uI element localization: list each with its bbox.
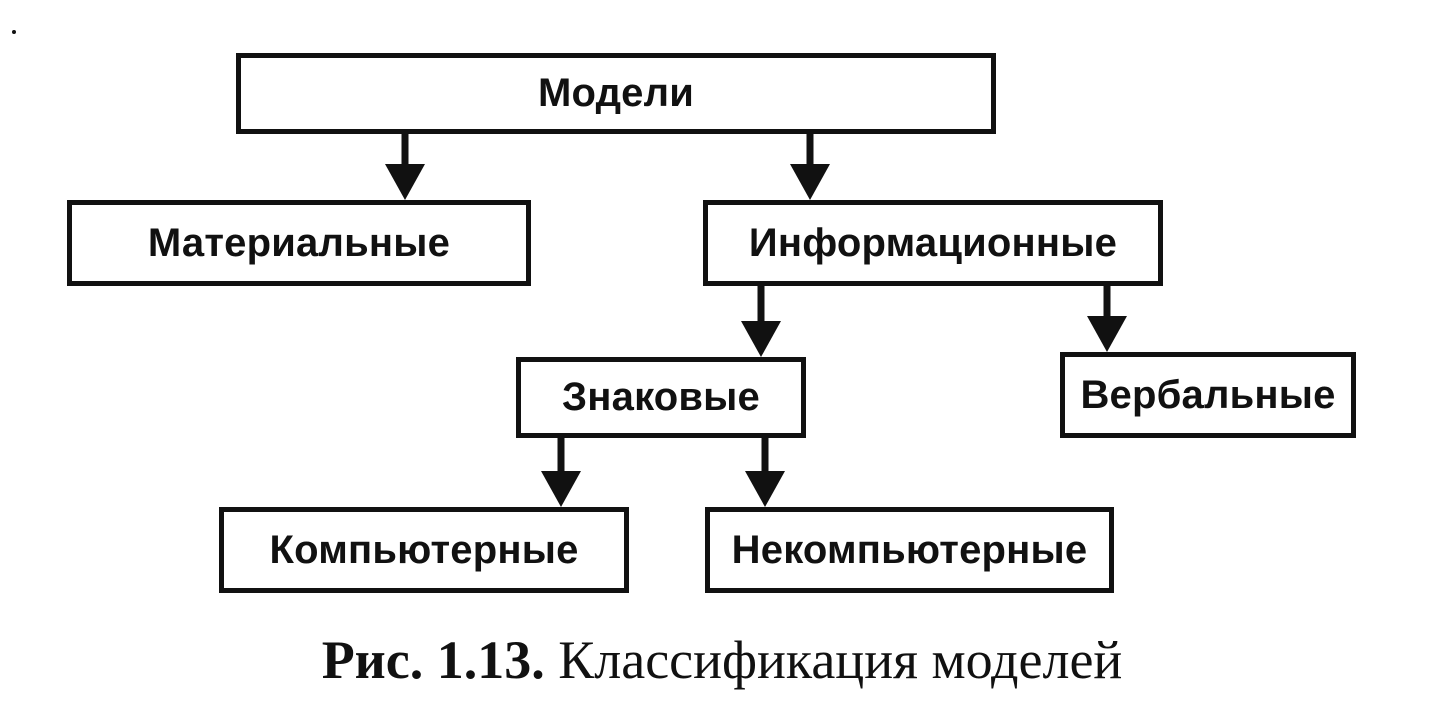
caption-text: Классификация моделей (558, 630, 1123, 690)
node-informational: Информационные (703, 200, 1163, 286)
stray-dot (12, 30, 16, 34)
node-noncomputer: Некомпьютерные (705, 507, 1114, 593)
node-models: Модели (236, 53, 996, 134)
arrow-head (745, 471, 785, 507)
arrow-sign-to-noncomputer (745, 438, 785, 507)
arrow-informational-to-verbal (1087, 286, 1127, 352)
node-computer: Компьютерные (219, 507, 629, 593)
node-verbal: Вербальные (1060, 352, 1356, 438)
arrow-root-to-informational (790, 134, 830, 200)
arrow-informational-to-sign (741, 286, 781, 357)
node-material: Материальные (67, 200, 531, 286)
arrow-head (741, 321, 781, 357)
arrow-root-to-material (385, 134, 425, 200)
arrow-head (385, 164, 425, 200)
arrow-head (541, 471, 581, 507)
figure-caption: Рис. 1.13. Классификация моделей (0, 630, 1444, 690)
arrow-head (790, 164, 830, 200)
arrow-sign-to-computer (541, 438, 581, 507)
arrow-head (1087, 316, 1127, 352)
node-sign: Знаковые (516, 357, 806, 438)
caption-label: Рис. 1.13. (321, 630, 545, 690)
